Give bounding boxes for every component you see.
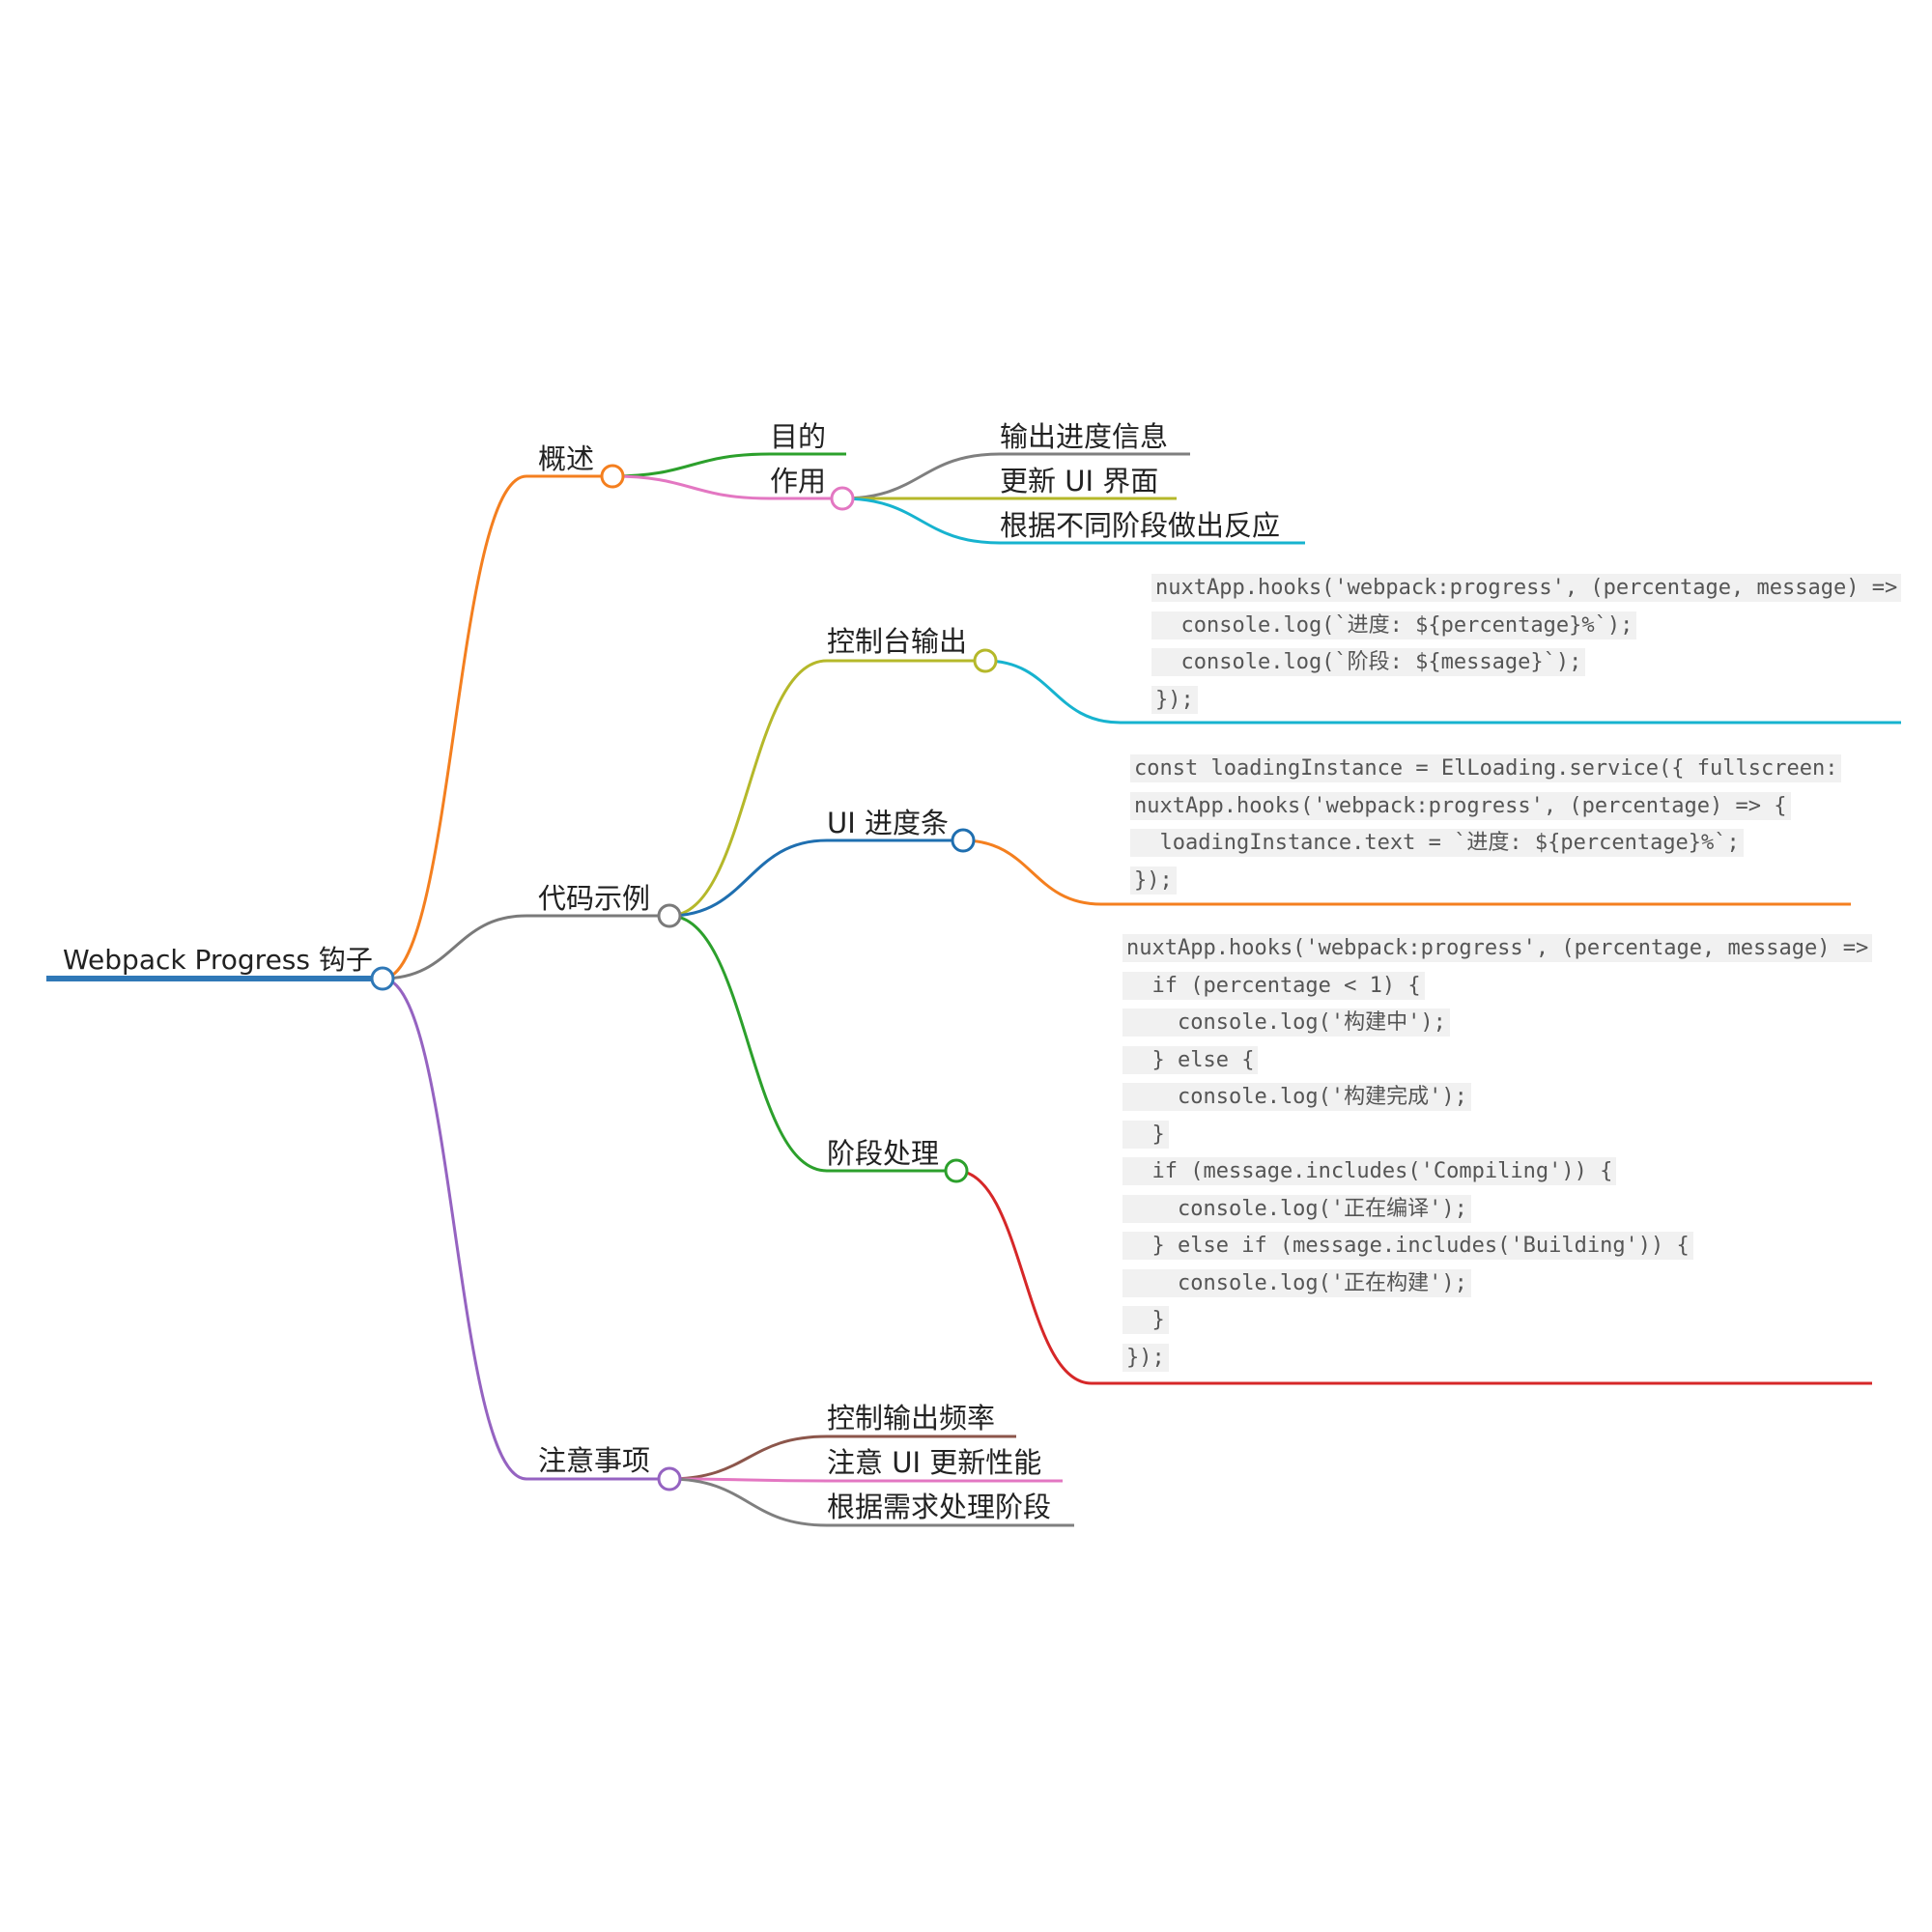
code-block-ui-progress: const loadingInstance = ElLoading.servic…	[1130, 751, 1842, 900]
effect-node-circle[interactable]	[830, 486, 855, 511]
code-line: console.log(`阶段: ${message}`);	[1151, 644, 1901, 682]
ui-progress-node-circle[interactable]	[951, 828, 976, 853]
node-underlines	[46, 452, 1901, 1527]
edge-code-console	[668, 659, 828, 918]
code-line: nuxtApp.hooks('webpack:progress', (perce…	[1122, 930, 1873, 968]
code-line: if (message.includes('Compiling')) {	[1122, 1153, 1872, 1191]
code-line: console.log('构建完成');	[1122, 1079, 1872, 1117]
code-line: const loadingInstance = ElLoading.servic…	[1130, 751, 1842, 788]
code-line: console.log('构建中');	[1122, 1005, 1872, 1042]
edge-stage-code	[955, 1169, 1093, 1385]
code-line: } else {	[1122, 1042, 1872, 1080]
edge-console-code	[984, 659, 1122, 724]
code-line: nuxtApp.hooks('webpack:progress', (perce…	[1130, 788, 1841, 826]
code-line: if (percentage < 1) {	[1122, 968, 1872, 1006]
code-line: });	[1122, 1340, 1872, 1378]
node-effect-item-1[interactable]: 输出进度信息	[1000, 420, 1169, 453]
node-purpose[interactable]: 目的	[770, 420, 827, 453]
code-line: }	[1122, 1302, 1872, 1340]
edge-note-item2	[668, 1477, 828, 1483]
node-effect-item-3[interactable]: 根据不同阶段做出反应	[1000, 509, 1281, 542]
edge-root-code-examples	[382, 914, 527, 980]
edge-code-stage	[668, 914, 828, 1173]
code-line: console.log(`进度: ${percentage}%`);	[1151, 608, 1901, 645]
code-line: loadingInstance.text = `进度: ${percentage…	[1130, 825, 1841, 863]
edge-ui-code	[962, 838, 1102, 906]
node-note-item-3[interactable]: 根据需求处理阶段	[827, 1491, 1052, 1523]
node-code-examples[interactable]: 代码示例	[538, 882, 651, 915]
root-node-label[interactable]: Webpack Progress 钩子	[63, 944, 373, 976]
edge-note-item3	[668, 1477, 828, 1527]
code-line: });	[1130, 863, 1841, 900]
overview-node-circle[interactable]	[600, 464, 625, 489]
edge-root-notes	[382, 977, 527, 1481]
code-line: } else if (message.includes('Building'))…	[1122, 1228, 1872, 1265]
edge-effect-item3	[841, 497, 1001, 545]
node-ui-progress[interactable]: UI 进度条	[827, 807, 949, 839]
edge-note-item1	[668, 1435, 828, 1481]
node-console-output[interactable]: 控制台输出	[827, 625, 968, 658]
node-stage-handling[interactable]: 阶段处理	[827, 1137, 940, 1170]
console-output-node-circle[interactable]	[973, 648, 998, 673]
code-line: });	[1151, 682, 1901, 720]
stage-handling-node-circle[interactable]	[944, 1158, 969, 1183]
node-notes[interactable]: 注意事项	[538, 1444, 651, 1477]
code-line: console.log('正在编译');	[1122, 1191, 1872, 1229]
node-effect[interactable]: 作用	[770, 465, 827, 497]
code-line: }	[1122, 1117, 1872, 1154]
code-line: nuxtApp.hooks('webpack:progress', (perce…	[1151, 570, 1902, 608]
node-effect-item-2[interactable]: 更新 UI 界面	[1000, 465, 1159, 497]
node-overview[interactable]: 概述	[538, 442, 595, 475]
node-circles	[370, 464, 998, 1492]
notes-node-circle[interactable]	[657, 1466, 682, 1492]
edge-overview-purpose	[611, 452, 771, 478]
node-note-item-2[interactable]: 注意 UI 更新性能	[827, 1446, 1042, 1479]
root-node-circle[interactable]	[370, 966, 395, 991]
edge-root-overview	[382, 474, 527, 980]
edge-code-ui	[668, 838, 828, 918]
code-block-console-output: nuxtApp.hooks('webpack:progress', (perce…	[1151, 570, 1902, 720]
connector-edges	[382, 452, 1122, 1527]
edge-overview-effect	[611, 474, 771, 500]
code-line: console.log('正在构建');	[1122, 1265, 1872, 1303]
code-block-stage-handling: nuxtApp.hooks('webpack:progress', (perce…	[1122, 930, 1873, 1378]
edge-effect-item1	[841, 452, 1001, 500]
node-note-item-1[interactable]: 控制输出频率	[827, 1402, 996, 1435]
code-examples-node-circle[interactable]	[657, 903, 682, 928]
